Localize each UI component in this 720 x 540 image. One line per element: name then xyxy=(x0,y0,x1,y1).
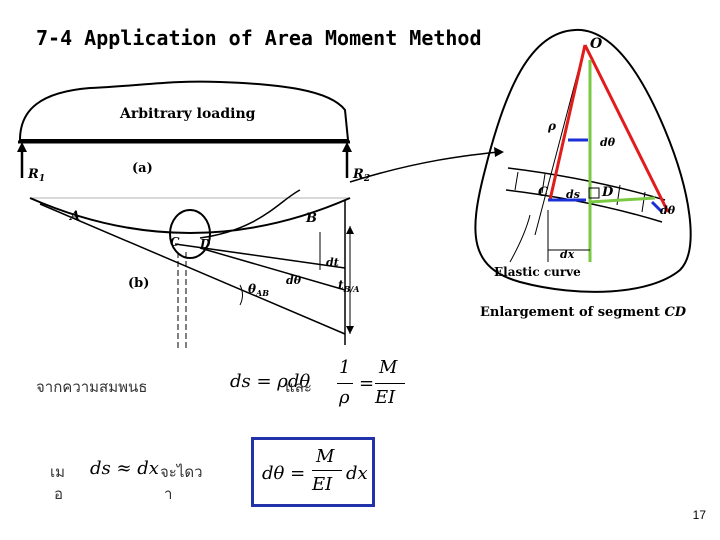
reaction-left-label: R1 xyxy=(27,167,45,184)
from-relation-text: จากความสมพนธ xyxy=(36,378,148,396)
beam-loading-diagram: Arbitrary loading R1 R2 (a) xyxy=(17,80,370,184)
equation-curvature: 1 ρ = M EI xyxy=(335,357,413,415)
dtheta-label: dθ xyxy=(286,274,302,287)
part-b-label: (b) xyxy=(128,276,149,291)
equation-ds-approx-dx: ds ≈ dx xyxy=(90,458,159,479)
slide-title: 7-4 Application of Area Moment Method xyxy=(36,26,482,50)
theta-ab-label: θAB xyxy=(248,282,269,298)
loading-label: Arbitrary loading xyxy=(119,106,256,122)
elastic-curve-label: Elastic curve xyxy=(494,265,581,279)
part-a-label: (a) xyxy=(132,161,153,176)
enlargement-caption: Enlargement of segment CD xyxy=(480,305,687,320)
enlarged-point-c-label: C xyxy=(538,185,549,200)
point-c-label: C xyxy=(170,235,180,249)
becomes-text-line1: จะไดว xyxy=(160,463,203,481)
boxed-equation: dθ = M EI dx xyxy=(251,437,375,507)
dtheta-right-label: dθ xyxy=(660,204,676,217)
ds-label: ds xyxy=(566,188,580,201)
page-number: 17 xyxy=(692,508,706,522)
equation-ds-rho: ds = ρdθ xyxy=(230,371,311,392)
and-text: และ xyxy=(285,378,312,396)
when-text-line2: อ xyxy=(54,485,64,503)
rho-label: ρ xyxy=(547,119,557,133)
elastic-curve-diagram: A B C D dt dθ θAB xyxy=(29,147,504,350)
reaction-right-label: R2 xyxy=(352,167,370,184)
point-d-label: D xyxy=(199,237,211,251)
tba-label: tB/A xyxy=(338,278,359,294)
enlargement-diagram: O ρ dθ C ds D dθ d xyxy=(474,28,692,293)
point-b-label: B xyxy=(305,211,317,226)
enlarged-point-d-label: D xyxy=(601,185,614,200)
point-o-label: O xyxy=(590,36,603,52)
when-text-line1: เม xyxy=(50,463,66,481)
dx-label: dx xyxy=(560,248,575,261)
dtheta-top-label: dθ xyxy=(600,136,616,149)
dt-label: dt xyxy=(326,256,339,269)
becomes-text-line2: า xyxy=(164,485,173,503)
